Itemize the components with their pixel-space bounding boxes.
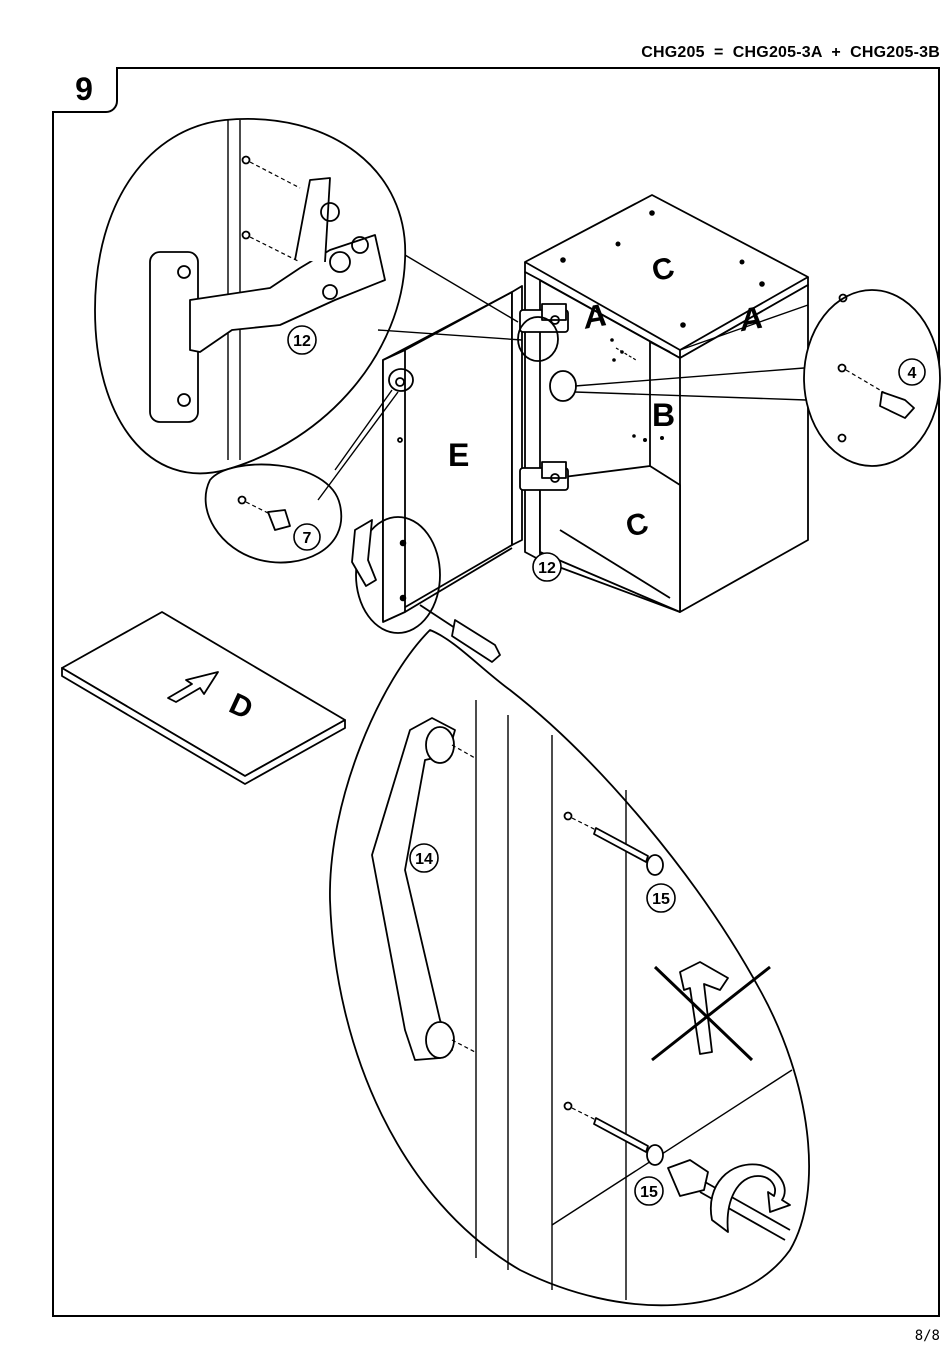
handle-detail-bubble xyxy=(330,630,809,1305)
svg-text:12: 12 xyxy=(538,560,556,577)
svg-text:12: 12 xyxy=(293,333,311,350)
label-door: E xyxy=(448,437,469,473)
callout-screw-lower: 15 xyxy=(635,1177,663,1205)
callout-hinge-detail: 12 xyxy=(288,326,316,354)
svg-text:15: 15 xyxy=(652,891,670,908)
label-inner-side: A xyxy=(584,296,607,336)
svg-text:15: 15 xyxy=(640,1184,658,1201)
svg-text:4: 4 xyxy=(908,365,917,382)
label-back-panel: B xyxy=(652,397,675,433)
callout-knob: 7 xyxy=(294,524,320,550)
callout-handle: 14 xyxy=(410,844,438,872)
label-outer-side: A xyxy=(740,299,763,339)
callout-hinge-lower: 12 xyxy=(533,553,561,581)
callout-screw-upper: 15 xyxy=(647,884,675,912)
svg-text:7: 7 xyxy=(303,530,312,547)
base-panel xyxy=(62,612,345,784)
svg-text:14: 14 xyxy=(415,851,433,868)
callout-shelf-pin: 4 xyxy=(899,359,925,385)
